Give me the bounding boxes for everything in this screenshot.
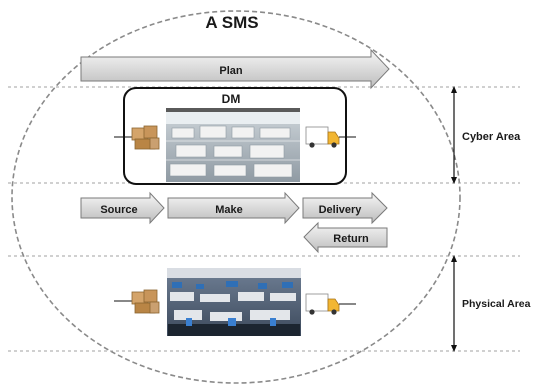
dm-label: DM <box>222 92 241 106</box>
delivery-arrow: Delivery <box>302 191 388 225</box>
return-label: Return <box>333 233 369 245</box>
source-arrow: Source <box>80 191 165 225</box>
physical-area-bracket <box>451 255 457 352</box>
sms-boundary-ellipse <box>11 10 461 384</box>
cyber-area-bracket <box>451 86 457 184</box>
digital-factory-image <box>166 108 300 182</box>
physical-factory-image <box>167 268 301 336</box>
source-label: Source <box>100 204 137 216</box>
boxes-icon-physical <box>114 289 160 314</box>
plan-label: Plan <box>219 65 243 77</box>
dm-box: DM <box>114 87 356 185</box>
physical-area-label: Physical Area <box>462 298 531 310</box>
delivery-label: Delivery <box>319 204 363 216</box>
truck-icon-physical <box>305 293 356 315</box>
boxes-icon <box>114 125 160 150</box>
make-label: Make <box>215 204 243 216</box>
return-arrow: Return <box>303 221 388 254</box>
diagram-title: A SMS <box>205 13 258 32</box>
plan-arrow: Plan <box>80 48 390 90</box>
area-separators <box>8 86 520 352</box>
make-arrow: Make <box>167 191 300 225</box>
cyber-area-label: Cyber Area <box>462 131 521 143</box>
truck-icon <box>305 126 356 148</box>
